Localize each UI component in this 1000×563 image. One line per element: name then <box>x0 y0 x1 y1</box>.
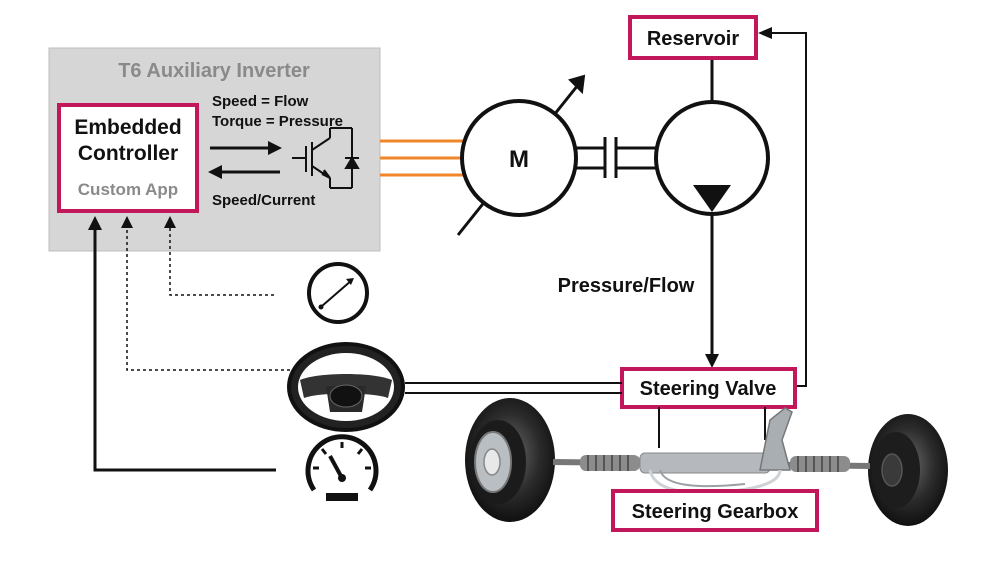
steering-valve-box: Steering Valve <box>620 367 797 409</box>
feedback-label: Speed/Current <box>212 192 315 209</box>
return-line <box>758 27 807 387</box>
speed-signal-line <box>88 216 276 472</box>
pressure-flow-label: Pressure/Flow <box>558 275 695 297</box>
controller-subtitle: Custom App <box>78 180 178 199</box>
power-lines <box>380 139 464 177</box>
speedometer-icon <box>305 434 379 501</box>
command-label-torque: Torque = Pressure <box>212 113 343 130</box>
controller-title-line1: Embedded <box>74 116 181 139</box>
command-arrow <box>210 141 282 155</box>
controller-title-line2: Controller <box>78 142 178 165</box>
igbt-switch-icon <box>292 127 360 189</box>
pressure-line <box>705 214 719 368</box>
motor-label: M <box>509 146 529 173</box>
pressure-gauge-icon <box>307 262 369 324</box>
gauge-signal-line <box>164 216 274 296</box>
inverter-title: T6 Auxiliary Inverter <box>118 60 310 82</box>
command-label-speed: Speed = Flow <box>212 93 309 110</box>
hydraulic-pump <box>654 100 770 216</box>
motor: M <box>456 74 586 236</box>
steering-valve-label: Steering Valve <box>640 378 777 400</box>
feedback-arrow <box>208 165 280 179</box>
steering-axle-image <box>465 398 948 526</box>
reservoir-box: Reservoir <box>628 15 758 60</box>
shaft-coupling <box>576 137 656 178</box>
steering-column-link <box>405 382 622 394</box>
embedded-controller-box: Embedded Controller Custom App <box>57 103 199 213</box>
steering-gearbox-box: Steering Gearbox <box>611 489 819 532</box>
steering-wheel-icon <box>287 342 405 432</box>
steering-gearbox-label: Steering Gearbox <box>632 501 799 523</box>
steering-signal-line <box>121 216 290 371</box>
reservoir-label: Reservoir <box>647 28 739 50</box>
valve-gearbox-lines <box>658 407 766 448</box>
